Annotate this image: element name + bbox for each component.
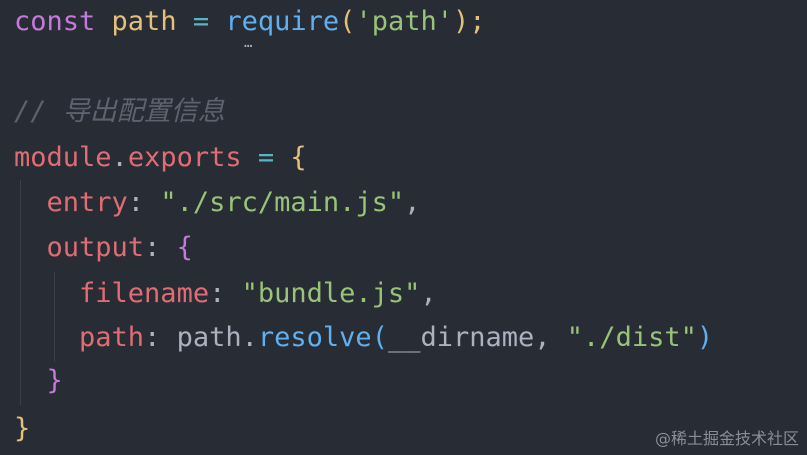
- dot-accessor: .: [241, 322, 258, 353]
- identifier-dirname: __dirname: [387, 322, 535, 353]
- property-output: output: [46, 232, 145, 263]
- function-resolve: resolve: [257, 322, 372, 353]
- property-path: path: [79, 322, 145, 353]
- comment-slashes: //: [14, 96, 47, 127]
- string-path: 'path': [355, 6, 453, 37]
- paren-open: (: [371, 322, 388, 353]
- colon: :: [144, 322, 161, 353]
- comma: ,: [534, 322, 551, 353]
- paren-open: (: [339, 6, 356, 37]
- brace-close: }: [14, 413, 31, 444]
- colon: :: [127, 187, 145, 218]
- identifier-path: path: [176, 322, 242, 353]
- function-require: require: [225, 6, 340, 37]
- colon: :: [144, 232, 161, 263]
- code-line-close-output: }: [14, 361, 63, 401]
- comma: ,: [420, 278, 437, 309]
- operator-assign: =: [192, 6, 210, 37]
- identifier-module: module: [14, 142, 112, 173]
- indent-guide-level-2: [54, 272, 55, 362]
- code-line-entry: entry: "./src/main.js",: [14, 183, 421, 223]
- code-line-filename: filename: "bundle.js",: [14, 274, 437, 314]
- code-line-comment: // 导出配置信息: [14, 92, 225, 132]
- dot-accessor: .: [111, 142, 128, 173]
- operator-assign: =: [257, 142, 275, 173]
- code-line-path: path: path.resolve(__dirname, "./dist"): [14, 318, 713, 358]
- brace-close: }: [46, 365, 63, 396]
- paren-close: ): [696, 322, 714, 353]
- comma: ,: [404, 187, 421, 218]
- brace-open: {: [176, 232, 193, 263]
- string-dist: "./dist": [566, 322, 697, 353]
- code-line-output: output: {: [14, 228, 193, 268]
- property-entry: entry: [46, 187, 128, 218]
- colon: :: [209, 278, 226, 309]
- variable-path: path: [111, 6, 177, 37]
- string-entry-path: "./src/main.js": [160, 187, 405, 218]
- watermark-logo: @稀土掘金技术社区: [654, 429, 799, 448]
- hint-ellipsis[interactable]: …: [244, 35, 254, 51]
- property-filename: filename: [79, 278, 210, 309]
- string-filename: "bundle.js": [241, 278, 421, 309]
- code-line-module-exports: module.exports = {: [14, 138, 307, 178]
- brace-open: {: [290, 142, 307, 173]
- code-line-close-exports: }: [14, 409, 30, 449]
- code-line-1: const path = require('path');: [14, 2, 486, 42]
- comment-text: 导出配置信息: [62, 96, 225, 127]
- identifier-exports: exports: [127, 142, 242, 173]
- paren-close-semicolon: );: [452, 6, 486, 37]
- indent-guide-level-1: [20, 180, 21, 405]
- keyword-const: const: [14, 6, 96, 37]
